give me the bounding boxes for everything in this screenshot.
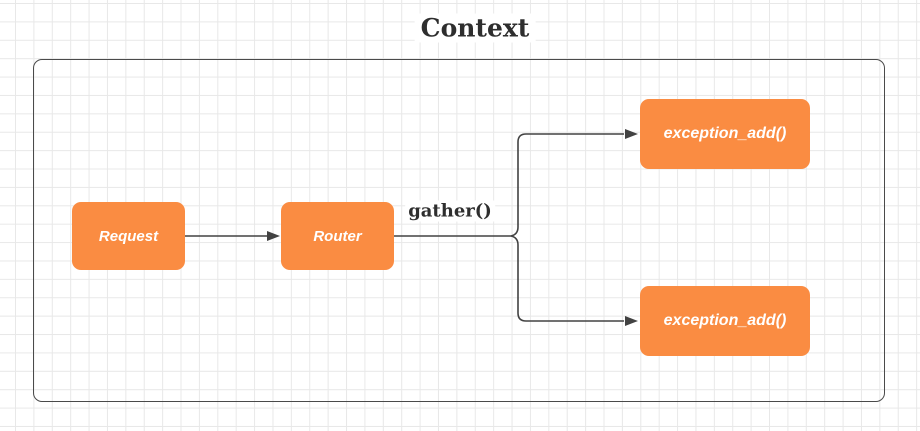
node-request: Request — [72, 202, 185, 270]
node-router: Router — [281, 202, 394, 270]
context-container-frame — [33, 59, 885, 402]
node-router-label: Router — [313, 227, 362, 245]
edge-label-gather: gather() — [405, 200, 495, 222]
diagram-title: Context — [414, 13, 536, 43]
node-exception-add-bottom: exception_add() — [640, 286, 810, 356]
node-request-label: Request — [98, 227, 159, 245]
node-exception-add-top-label: exception_add() — [663, 125, 787, 142]
node-exception-add-bottom-label: exception_add() — [663, 312, 787, 329]
node-exception-add-top: exception_add() — [640, 99, 810, 169]
